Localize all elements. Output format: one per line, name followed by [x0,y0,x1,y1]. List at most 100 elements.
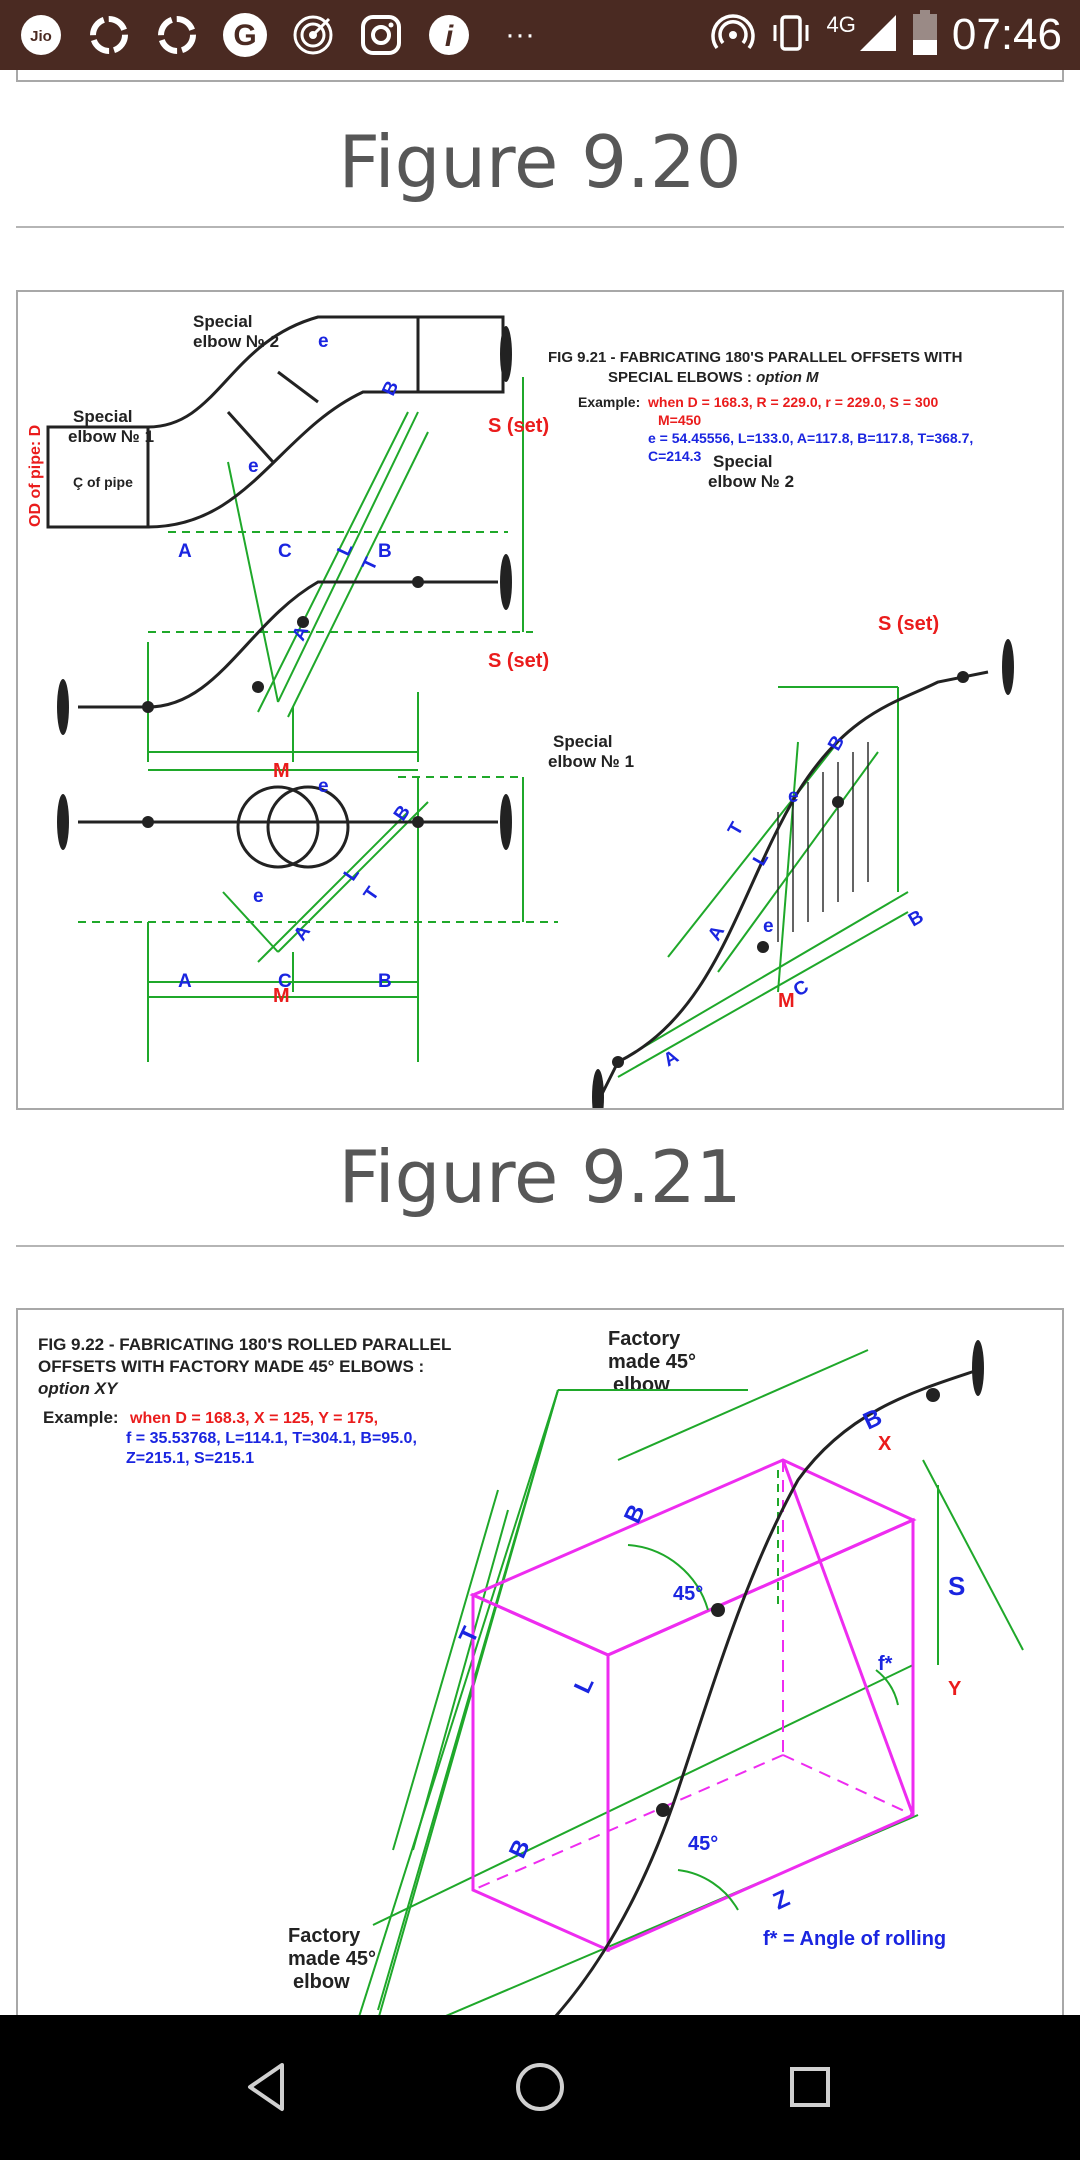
svg-text:L: L [569,1673,600,1698]
svg-text:elbow: elbow [613,1374,670,1396]
svg-text:elbow № 1: elbow № 1 [548,752,634,771]
svg-text:Jio: Jio [30,28,52,45]
svg-text:elbow № 1: elbow № 1 [68,427,154,446]
svg-text:e: e [318,776,329,797]
home-icon[interactable] [508,2055,572,2119]
svg-text:M: M [273,985,290,1007]
target-icon [286,8,340,62]
svg-text:SPECIAL ELBOWS : option M: SPECIAL ELBOWS : option M [608,369,819,386]
jio-icon: Jio [14,8,68,62]
system-icons: 4G 07:46 [710,8,1062,62]
svg-text:e: e [248,456,259,477]
figure-9-22-image: FIG 9.22 - FABRICATING 180'S ROLLED PARA… [16,1308,1064,2015]
vibrate-icon [769,11,813,60]
info-icon: i [422,8,476,62]
svg-text:45°: 45° [673,1583,703,1605]
divider [16,226,1064,228]
svg-text:made 45°: made 45° [288,1948,376,1970]
svg-text:A: A [178,971,192,992]
svg-text:C: C [278,541,292,562]
svg-text:S (set): S (set) [488,415,549,437]
svg-text:OD of pipe: D: OD of pipe: D [27,425,44,527]
svg-text:OFFSETS WITH FACTORY MADE 4: OFFSETS WITH FACTORY MADE 45° ELBOWS : [38,1357,424,1376]
svg-text:T: T [724,819,748,840]
svg-text:B: B [378,541,392,562]
instagram-icon [354,8,408,62]
figure-9-21-image: Special elbow № 2 Special elbow № 1 Ç of… [16,290,1064,1110]
status-bar: Jio G i ··· 4G [0,0,1080,70]
svg-text:i: i [445,20,454,53]
network-type: 4G [826,12,856,37]
svg-text:Special: Special [193,312,253,331]
svg-text:Factory: Factory [288,1925,361,1947]
svg-text:45°: 45° [688,1833,718,1855]
svg-text:Example:: Example: [578,394,640,410]
svg-text:B: B [905,906,927,931]
fig-9-21-diagram: Special elbow № 2 Special elbow № 1 Ç of… [27,312,1014,1108]
figure-caption: Figure 9.21 [338,1135,742,1219]
svg-text:M=450: M=450 [658,412,701,428]
svg-text:elbow № 2: elbow № 2 [193,332,279,351]
web-content[interactable]: Figure 9.20 [0,70,1080,2015]
svg-text:made 45°: made 45° [608,1351,696,1373]
svg-text:B: B [504,1835,536,1862]
svg-text:e: e [253,886,264,907]
svg-text:Special: Special [713,452,773,471]
svg-text:B: B [378,971,392,992]
figure-caption: Figure 9.20 [338,120,742,204]
figure-9-20-bottom-edge [16,70,1064,82]
svg-text:Special: Special [553,732,613,751]
back-icon[interactable] [236,2055,300,2119]
svg-text:e = 54.45556, L=133.0, A=117.: e = 54.45556, L=133.0, A=117.8, B=117.8,… [648,430,973,446]
navigation-bar [0,2015,1080,2160]
svg-text:Ç of pipe: Ç of pipe [73,474,133,490]
battery-icon [912,9,938,61]
svg-text:when D = 168.3, R = 229.0, r =: when D = 168.3, R = 229.0, r = 229.0, S … [647,394,939,410]
svg-text:M: M [778,990,795,1012]
svg-text:f = 35.53768, L=114.1, T=304.: f = 35.53768, L=114.1, T=304.1, B=95.0, [126,1430,417,1447]
svg-text:S (set): S (set) [878,613,939,635]
svg-text:A: A [290,921,315,945]
svg-text:B: B [378,378,403,399]
svg-text:L: L [340,863,364,885]
svg-text:X: X [878,1433,892,1455]
svg-text:e: e [788,786,799,807]
svg-text:f*: f* [878,1653,893,1675]
svg-text:M: M [273,760,290,782]
svg-text:FIG 9.22 - FABRICATING 180'S R: FIG 9.22 - FABRICATING 180'S ROLLED PARA… [38,1335,451,1354]
svg-text:option XY: option XY [38,1379,119,1398]
signal-icon [858,13,898,58]
clock: 07:46 [951,10,1062,59]
svg-text:S: S [948,1571,965,1601]
ring-icon [82,8,136,62]
svg-text:T: T [360,883,384,905]
svg-text:Y: Y [948,1678,962,1700]
fig-9-22-diagram: FIG 9.22 - FABRICATING 180'S ROLLED PARA… [38,1328,1024,2015]
svg-text:elbow № 2: elbow № 2 [708,472,794,491]
divider [16,1245,1064,1247]
svg-text:T: T [454,1623,485,1648]
hotspot-icon [710,11,755,60]
recents-icon[interactable] [778,2055,842,2119]
svg-text:S (set): S (set) [488,650,549,672]
svg-text:C=214.3: C=214.3 [648,448,702,464]
svg-text:e: e [763,916,774,937]
svg-text:Z: Z [769,1885,794,1916]
svg-text:L: L [749,849,773,870]
svg-text:G: G [233,19,256,52]
svg-text:FIG 9.21 - FABRICATING 180'S P: FIG 9.21 - FABRICATING 180'S PARALLEL OF… [548,349,962,366]
svg-text:Factory: Factory [608,1328,681,1350]
svg-text:A: A [178,541,192,562]
more-notifications-icon: ··· [505,18,535,51]
svg-text:A: A [660,1046,683,1071]
svg-text:Example:: Example: [43,1408,119,1427]
ring-icon [150,8,204,62]
svg-text:f* = Angle of rolling: f* = Angle of rolling [763,1928,946,1950]
svg-text:when D = 168.3, X = 125, Y = 1: when D = 168.3, X = 125, Y = 175, [129,1410,378,1427]
google-icon: G [218,8,272,62]
svg-text:elbow: elbow [293,1971,350,1993]
notification-icons: Jio G i ··· [14,8,550,62]
svg-text:Z=215.1, S=215.1: Z=215.1, S=215.1 [126,1450,254,1467]
svg-text:B: B [619,1500,651,1527]
svg-text:C: C [278,971,292,992]
